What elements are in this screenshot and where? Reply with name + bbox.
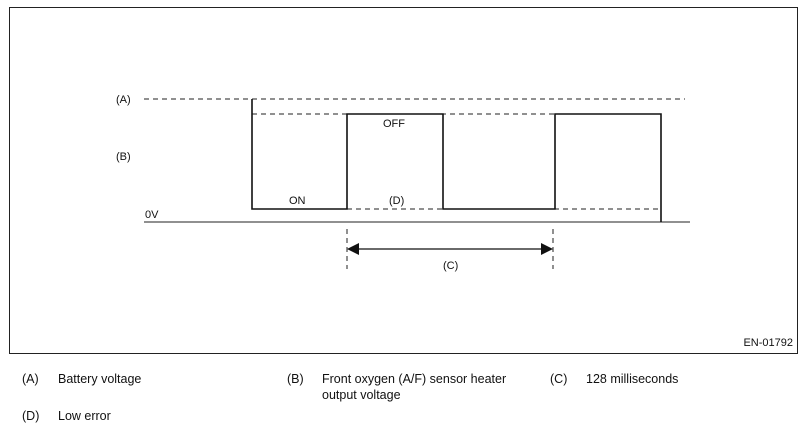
- pulse-waveform: [251, 99, 662, 222]
- label-b: (B): [116, 151, 131, 163]
- legend-key: (D): [22, 409, 40, 423]
- period-arrow-right-head: [541, 243, 553, 255]
- label-c: (C): [443, 260, 458, 272]
- label-d: (D): [389, 195, 404, 207]
- label-on: ON: [289, 195, 306, 207]
- label-0v: 0V: [145, 209, 159, 221]
- label-off: OFF: [383, 118, 405, 130]
- legend-text: Low error: [58, 409, 111, 423]
- figure-id: EN-01792: [743, 337, 793, 349]
- legend-text: Battery voltage: [58, 372, 142, 386]
- legend-text: 128 milliseconds: [586, 372, 679, 386]
- legend-key: (B): [287, 372, 304, 386]
- legend-key: (C): [550, 372, 568, 386]
- legend-text: Front oxygen (A/F) sensor heater output …: [322, 372, 507, 402]
- diagram-frame: [9, 7, 798, 354]
- period-arrow-left-head: [347, 243, 359, 255]
- waveform-diagram: (A) (B) 0V ON OFF (D) (C): [116, 94, 690, 272]
- label-a: (A): [116, 94, 131, 106]
- legend-key: (A): [22, 372, 39, 386]
